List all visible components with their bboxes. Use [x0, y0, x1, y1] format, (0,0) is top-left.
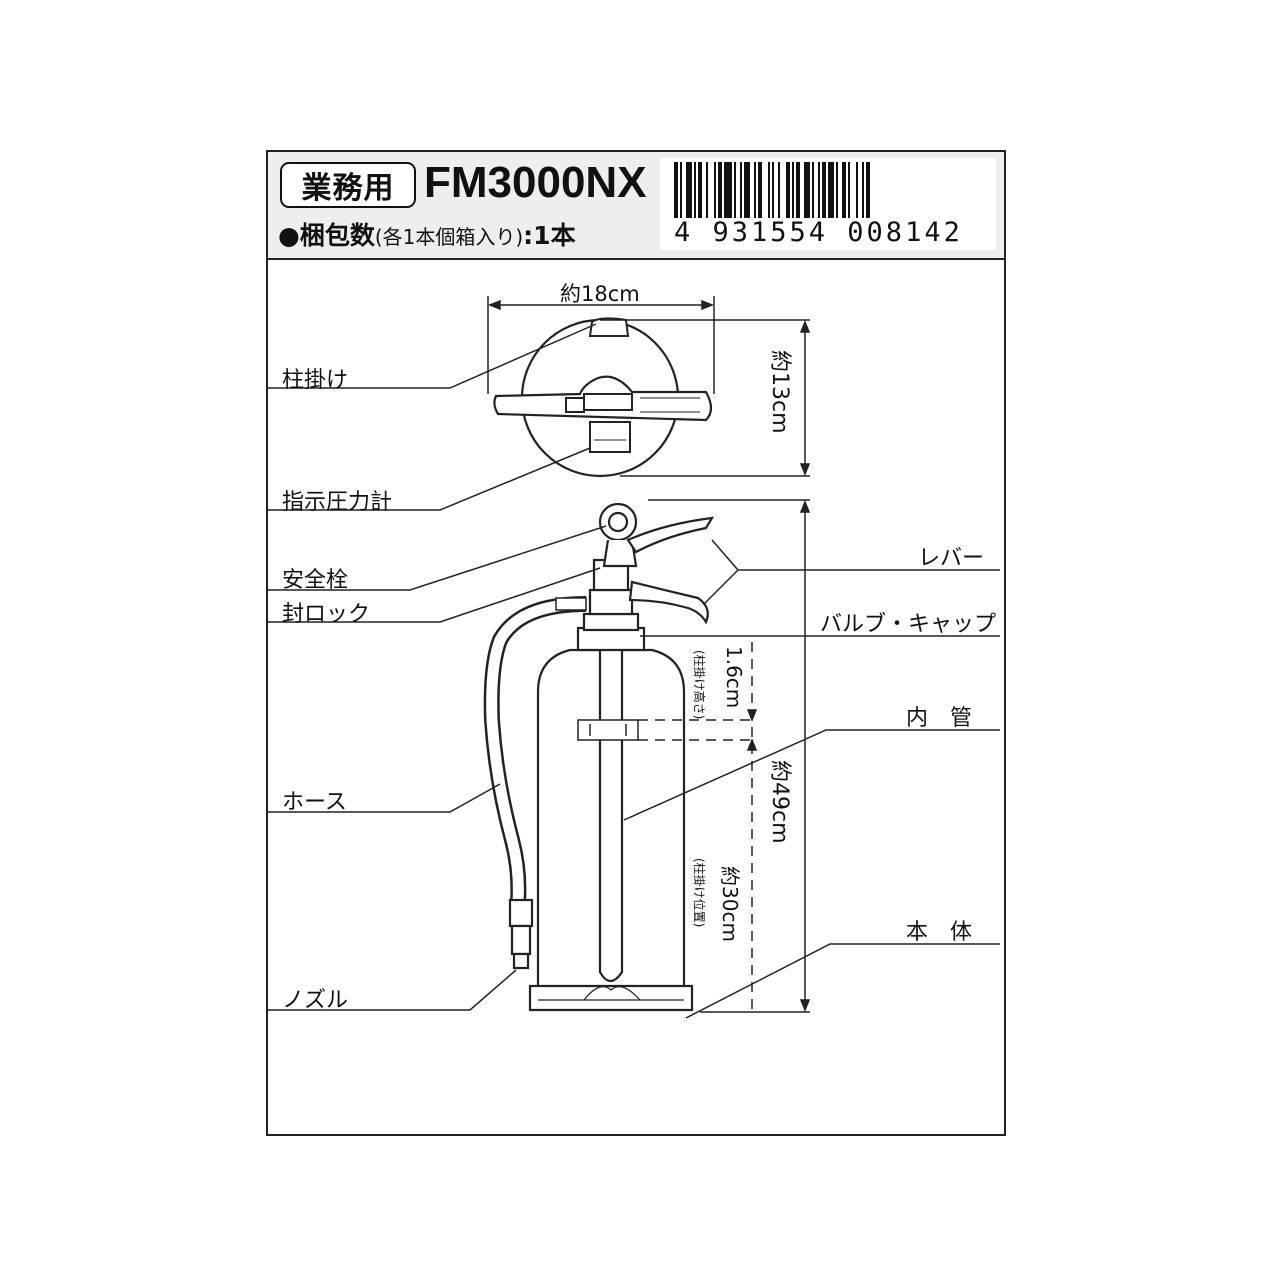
- width-dimension: [487, 296, 715, 394]
- barcode-bar: [706, 162, 708, 218]
- label-inner-tube: 内 管: [906, 706, 973, 731]
- barcode-bar: [740, 162, 742, 218]
- barcode-number: 4 931554 008142: [674, 217, 963, 248]
- barcode-bar: [796, 162, 800, 218]
- side-view: [483, 502, 715, 1012]
- barcode-bar: [836, 162, 838, 218]
- height-dimension: [648, 499, 811, 1013]
- packing-detail: (各1本個箱入り): [374, 225, 524, 249]
- barcode-bar: [754, 162, 756, 218]
- depth-dimension: [600, 319, 811, 477]
- barcode-bar: [768, 162, 770, 218]
- packing-value: :1本: [523, 221, 576, 250]
- label-safety-pin: 安全栓: [282, 568, 349, 593]
- barcode-bar: [718, 162, 722, 218]
- barcode-bar: [758, 162, 762, 218]
- packing-info: ●梱包数(各1本個箱入り):1本: [278, 216, 576, 252]
- label-hose: ホース: [282, 790, 347, 815]
- barcode-bar: [862, 162, 864, 218]
- barcode-bar: [822, 162, 826, 218]
- barcode-bar: [698, 162, 702, 218]
- barcode-bar: [812, 162, 814, 218]
- model-number: FM3000NX: [424, 158, 647, 207]
- label-pressure-gauge: 指示圧力計: [282, 490, 393, 515]
- barcode-bar: [714, 162, 716, 218]
- dim-bracket-position: 約30cm: [718, 866, 742, 942]
- label-bracket: 柱掛け: [282, 368, 349, 393]
- barcode-bar: [778, 162, 780, 218]
- label-body: 本 体: [906, 920, 973, 945]
- barcode-bar: [686, 162, 692, 218]
- barcode-bar: [792, 162, 794, 218]
- top-view: [493, 317, 713, 478]
- barcode: 4 931554 008142: [660, 158, 996, 250]
- bracket-position-marker: [577, 642, 758, 1012]
- barcode-bar: [786, 162, 790, 218]
- barcode-bar: [674, 162, 678, 218]
- barcode-bar: [828, 162, 834, 218]
- label-valve-cap: バルブ・キャップ: [820, 612, 997, 637]
- barcode-bar: [680, 162, 682, 218]
- header-panel: 業務用 FM3000NX ●梱包数(各1本個箱入り):1本 4 931554 0…: [268, 152, 1004, 260]
- barcode-bar: [818, 162, 820, 218]
- barcode-bar: [804, 162, 810, 218]
- dim-bracket-position-caption: (柱掛け位置): [692, 858, 706, 928]
- label-nozzle: ノズル: [282, 988, 349, 1013]
- barcode-bar: [724, 162, 732, 218]
- dim-bracket-height: 1.6cm: [722, 646, 746, 709]
- barcode-bar: [772, 162, 774, 218]
- packing-label: ●梱包数: [278, 221, 375, 250]
- dim-height: 約49cm: [767, 760, 792, 844]
- dim-depth: 約13cm: [767, 350, 792, 434]
- dim-width: 約18cm: [560, 282, 640, 306]
- leader-lines: [266, 323, 1000, 1019]
- barcode-bar: [848, 162, 850, 218]
- label-seal-lock: 封ロック: [282, 602, 371, 627]
- barcode-bar: [866, 162, 870, 218]
- barcode-bar: [694, 162, 696, 218]
- barcode-bars: [674, 162, 870, 218]
- usage-badge: 業務用: [280, 162, 416, 208]
- barcode-bar: [842, 162, 846, 218]
- barcode-bar: [744, 162, 750, 218]
- barcode-bar: [856, 162, 858, 218]
- label-lever: レバー: [918, 546, 985, 571]
- dim-bracket-height-caption: (柱掛け高さ): [692, 650, 706, 720]
- barcode-bar: [734, 162, 736, 218]
